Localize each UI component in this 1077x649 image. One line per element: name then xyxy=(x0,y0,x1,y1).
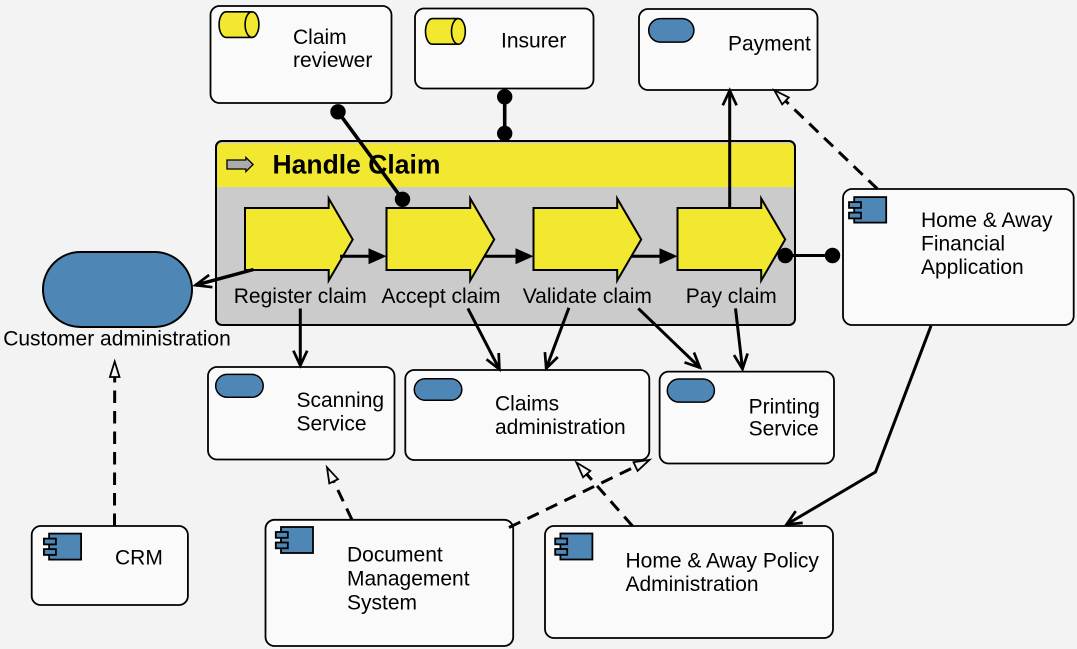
svg-text:Accept claim: Accept claim xyxy=(381,285,500,308)
svg-text:Payment: Payment xyxy=(728,33,811,56)
svg-text:Handle Claim: Handle Claim xyxy=(273,149,441,179)
svg-text:Service: Service xyxy=(297,413,367,436)
svg-text:Claims: Claims xyxy=(495,393,559,416)
svg-text:reviewer: reviewer xyxy=(293,49,372,72)
svg-text:Claim: Claim xyxy=(293,26,347,49)
svg-text:Financial: Financial xyxy=(921,233,1005,256)
svg-text:Scanning: Scanning xyxy=(297,389,385,412)
svg-text:CRM: CRM xyxy=(115,546,163,569)
svg-text:Management: Management xyxy=(347,568,470,591)
svg-text:Insurer: Insurer xyxy=(501,29,566,52)
svg-text:Customer administration: Customer administration xyxy=(3,328,231,351)
svg-text:administration: administration xyxy=(495,416,626,439)
svg-text:Home & Away: Home & Away xyxy=(921,209,1053,232)
svg-text:Printing: Printing xyxy=(749,395,820,418)
svg-text:Home & Away Policy: Home & Away Policy xyxy=(626,550,820,573)
svg-text:Service: Service xyxy=(749,418,819,441)
svg-text:Application: Application xyxy=(921,256,1024,279)
svg-text:Register claim: Register claim xyxy=(234,285,367,308)
svg-text:Administration: Administration xyxy=(626,573,759,596)
svg-text:Pay claim: Pay claim xyxy=(686,285,777,308)
svg-text:Document: Document xyxy=(347,544,443,567)
svg-text:System: System xyxy=(347,592,417,615)
svg-text:Validate claim: Validate claim xyxy=(523,285,652,308)
